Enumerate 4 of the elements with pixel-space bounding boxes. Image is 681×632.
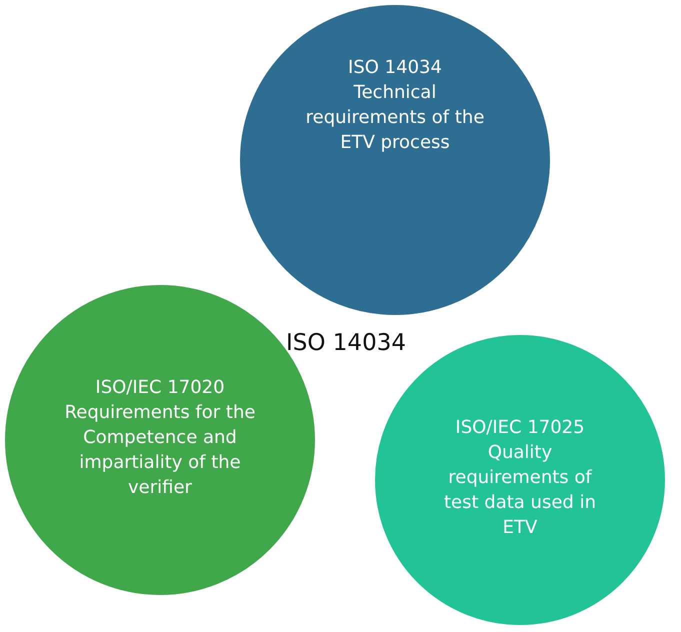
circle-text: ISO 14034 Technical requirements of the ETV process [305, 56, 485, 155]
center-label: ISO 14034 [286, 330, 406, 356]
circle-text: ISO/IEC 17025 Quality requirements of test data used in ETV [443, 416, 597, 540]
circle-text: ISO/IEC 17020 Requirements for the Competence and impartiality of the verifier [64, 376, 256, 500]
